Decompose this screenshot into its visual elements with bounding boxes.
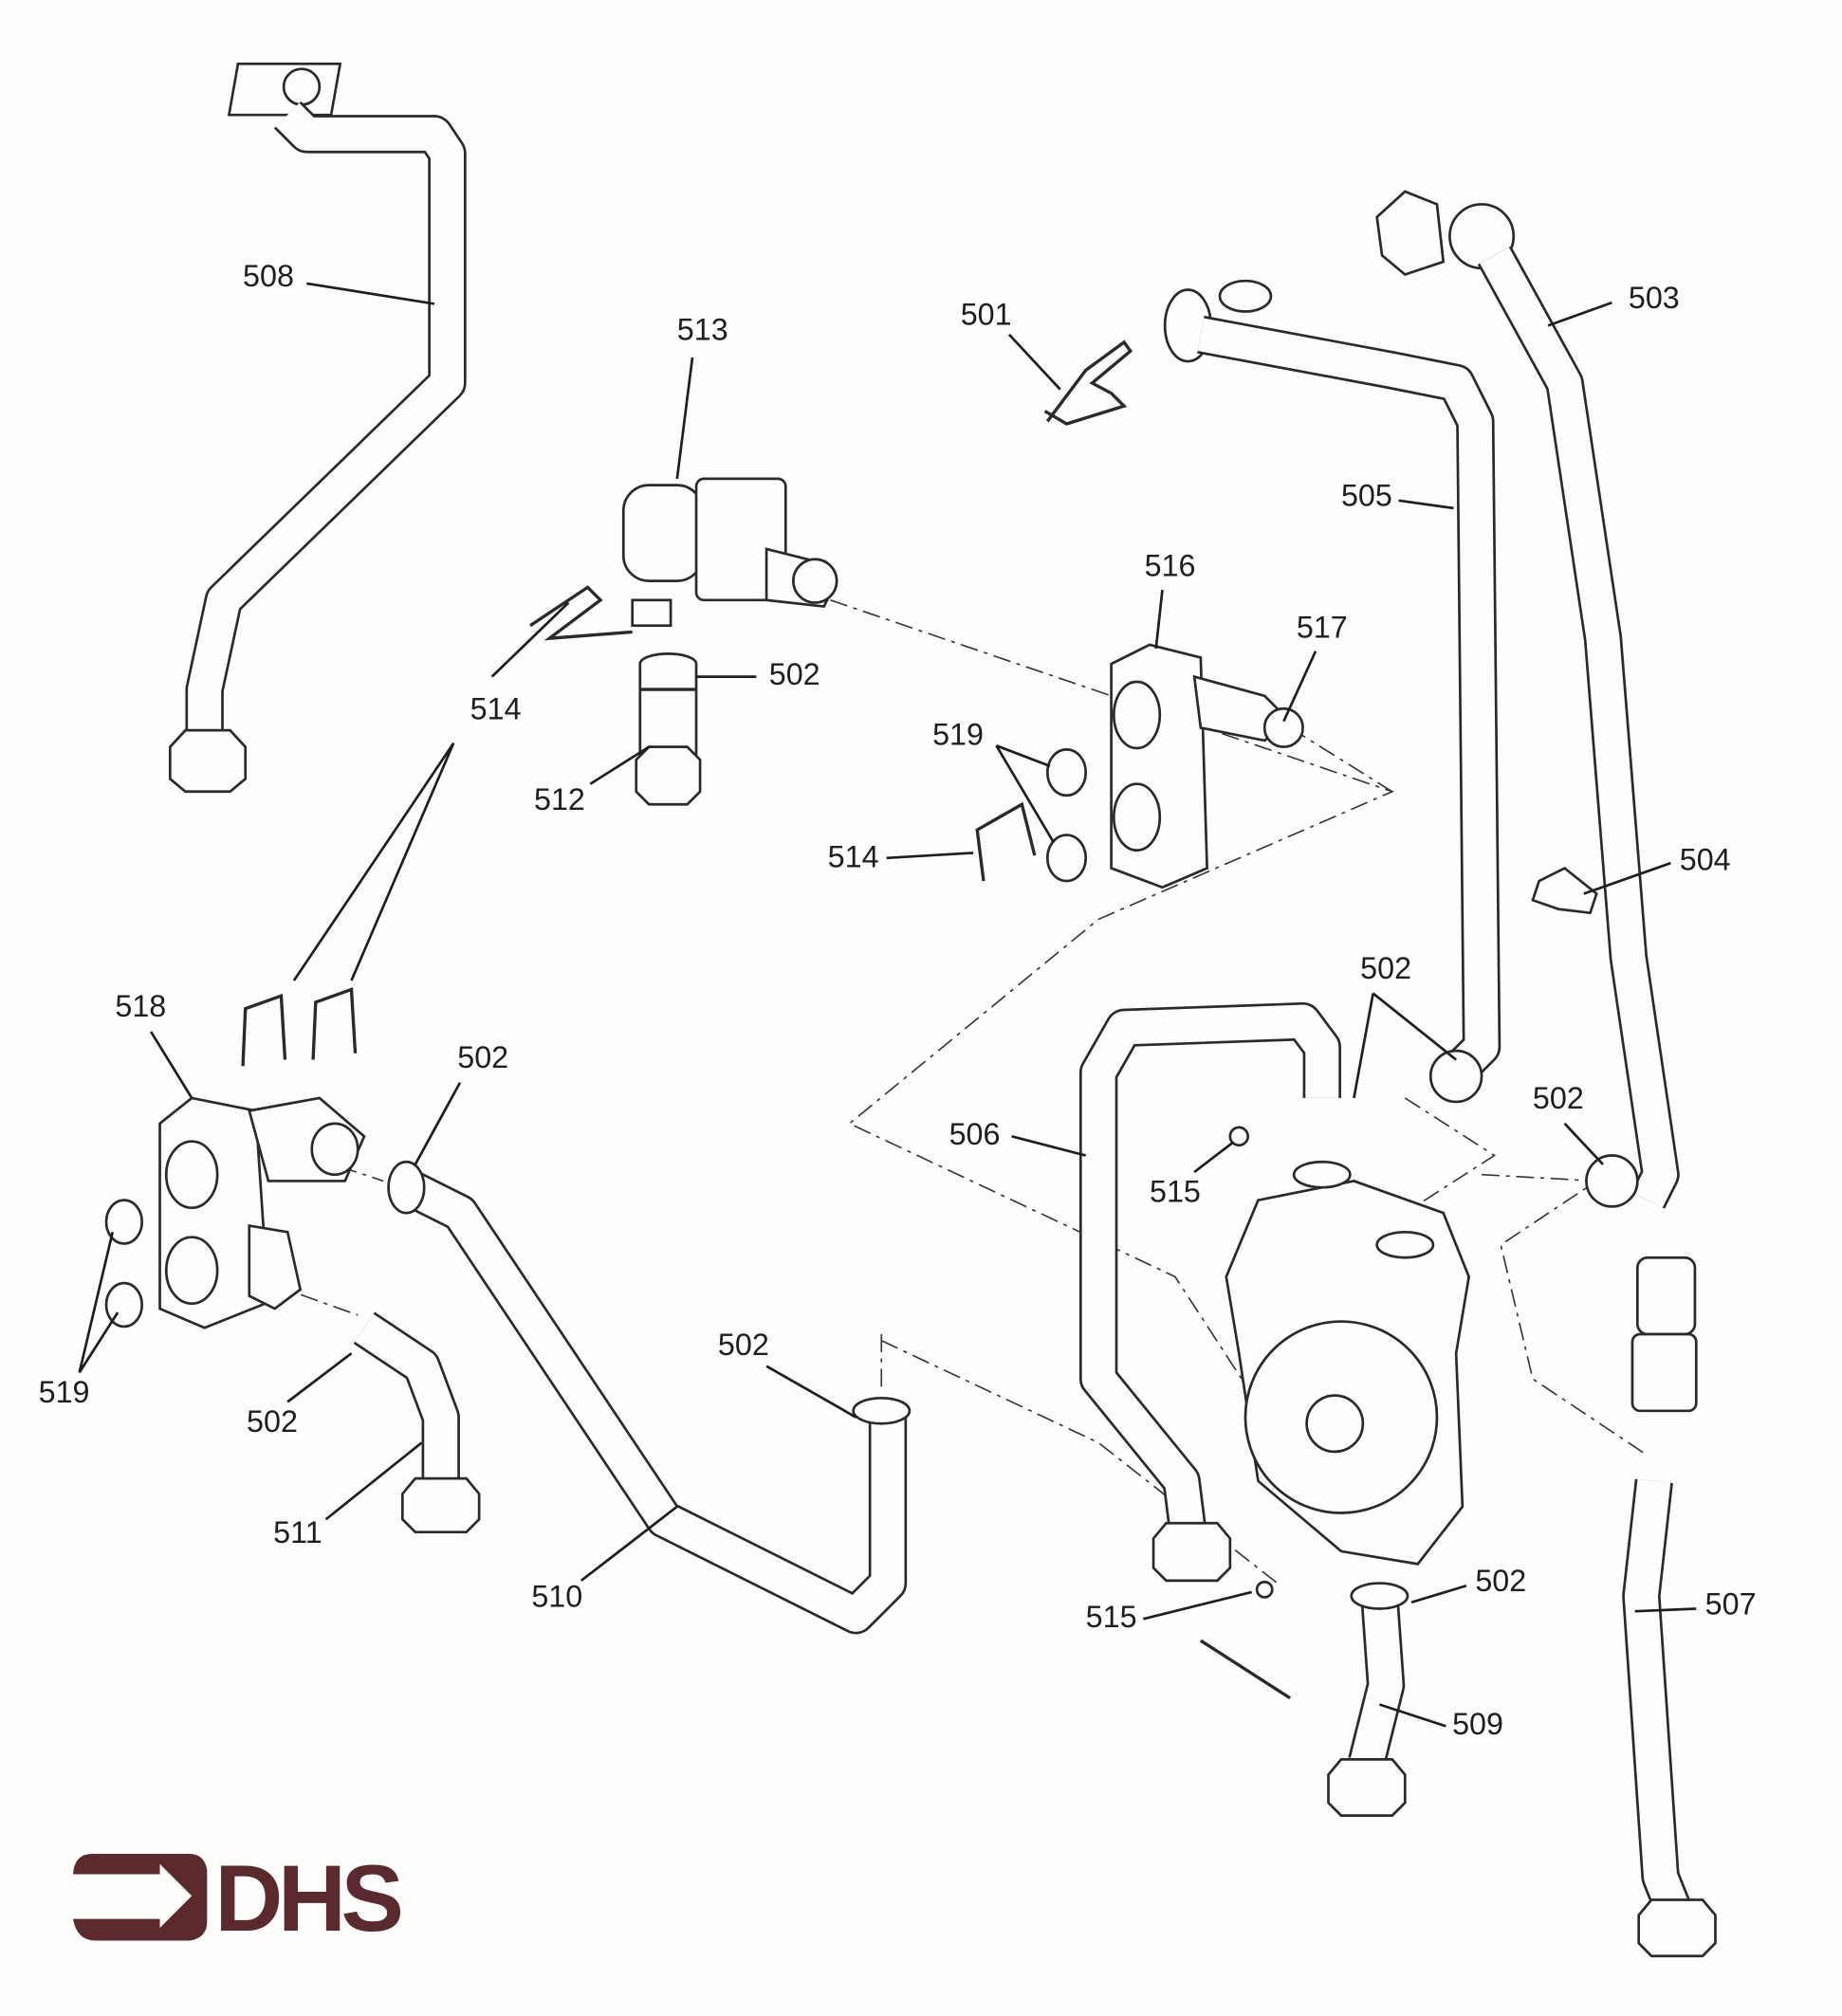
part-504-sensor	[1531, 866, 1598, 915]
callout-502: 502	[457, 1040, 508, 1074]
part-511-elbow	[353, 1311, 481, 1534]
callout-515: 515	[1150, 1174, 1201, 1208]
callout-513: 513	[677, 313, 728, 347]
callout-508: 508	[243, 259, 294, 293]
part-519-oring	[1045, 834, 1088, 883]
callout-510: 510	[531, 1579, 582, 1613]
part-503-pipe	[1375, 190, 1680, 1209]
callout-506: 506	[949, 1117, 1001, 1151]
part-514-clip	[311, 987, 358, 1060]
part-519-oring	[1045, 748, 1088, 797]
logo-arrow-mark	[72, 1854, 208, 1941]
part-510-pipe	[387, 1160, 912, 1635]
part-501-clip	[1043, 339, 1133, 426]
callout-502: 502	[247, 1404, 298, 1439]
part-513-valve	[529, 477, 838, 641]
callout-504: 504	[1680, 842, 1731, 876]
callout-502: 502	[1475, 1564, 1526, 1598]
callout-503: 503	[1629, 281, 1680, 315]
part-508-pipe	[168, 62, 467, 794]
part-514-clip	[241, 993, 287, 1067]
callout-509: 509	[1452, 1707, 1503, 1741]
callout-514: 514	[470, 691, 522, 725]
callout-505: 505	[1341, 479, 1392, 513]
part-519-oring	[104, 1199, 144, 1245]
callout-502: 502	[1533, 1081, 1584, 1115]
part-512-sleeve	[635, 652, 702, 806]
dhs-logo: DHS	[72, 1846, 406, 1952]
callout-507: 507	[1705, 1586, 1757, 1621]
logo-text: DHS	[214, 1846, 400, 1952]
callout-518: 518	[115, 989, 166, 1023]
callout-516: 516	[1145, 549, 1196, 583]
callout-519: 519	[932, 717, 984, 751]
callout-502: 502	[1360, 951, 1411, 985]
part-506-pipe	[1078, 1001, 1341, 1583]
part-518-manifold	[158, 1096, 366, 1329]
callout-502: 502	[769, 657, 820, 691]
part-505-pipe	[1163, 279, 1501, 1104]
part-507-pipe	[1622, 1255, 1717, 1958]
callout-512: 512	[534, 782, 585, 816]
callout-501: 501	[961, 297, 1012, 331]
callout-515: 515	[1086, 1600, 1137, 1634]
part-514-clip	[975, 801, 1037, 882]
callout-517: 517	[1297, 610, 1348, 644]
part-509-pipe	[1199, 1582, 1409, 1817]
leader-lines	[78, 282, 1697, 1728]
callout-labels: 508 513 501 503 505 516 517 502 514 519 …	[39, 259, 1757, 1741]
callout-502: 502	[718, 1328, 769, 1362]
callout-511: 511	[273, 1515, 322, 1549]
callout-514: 514	[828, 840, 879, 874]
callout-519: 519	[39, 1375, 90, 1409]
part-516-manifold	[1110, 643, 1304, 889]
pump-housing	[1225, 1126, 1471, 1599]
